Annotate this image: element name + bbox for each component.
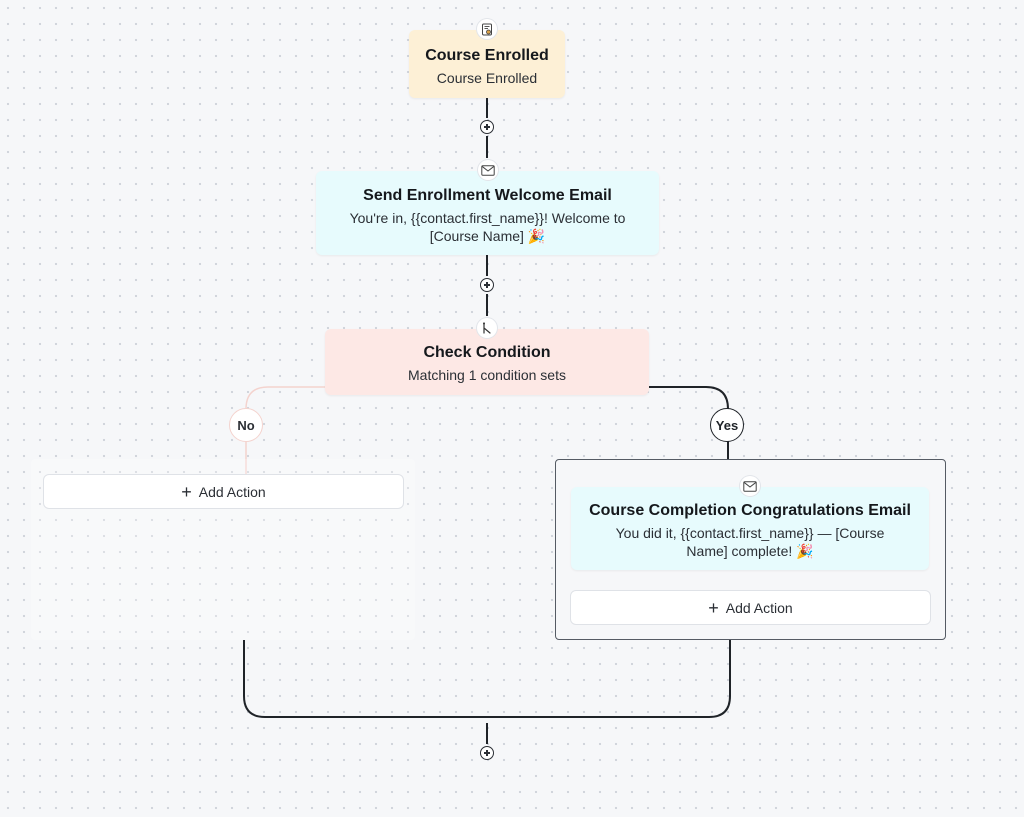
condition-node-check-condition[interactable]: Check Condition Matching 1 condition set… (325, 318, 649, 395)
split-branch-icon (477, 318, 497, 338)
completion-email-title: Course Completion Congratulations Email (589, 502, 911, 519)
action-node-welcome-email[interactable]: Send Enrollment Welcome Email You're in,… (316, 160, 659, 255)
trigger-subtitle: Course Enrolled (436, 70, 538, 86)
welcome-email-subtitle-line1: You're in, {{contact.first_name}}! Welco… (349, 210, 626, 226)
add-action-button-yes-branch[interactable]: + Add Action (570, 590, 931, 625)
completion-email-subtitle: You did it, {{contact.first_name}} — [Co… (583, 524, 917, 560)
completion-email-subtitle-line1: You did it, {{contact.first_name}} — [Co… (615, 525, 885, 541)
completion-email-subtitle-line2: Name] complete! 🎉 (686, 543, 814, 559)
trigger-node-course-enrolled[interactable]: Course Enrolled Course Enrolled (409, 19, 565, 98)
branch-label-no: No (229, 408, 263, 442)
condition-subtitle: Matching 1 condition sets (408, 367, 566, 383)
course-badge-icon (477, 19, 497, 39)
add-step-button-1[interactable] (480, 120, 494, 134)
condition-title: Check Condition (423, 344, 551, 361)
add-step-button-3[interactable] (480, 746, 494, 760)
connector-merge (243, 640, 731, 718)
action-node-completion-email[interactable]: Course Completion Congratulations Email … (571, 476, 929, 570)
add-action-button-no-branch[interactable]: + Add Action (43, 474, 404, 509)
trigger-title: Course Enrolled (425, 47, 549, 64)
add-action-label: Add Action (725, 599, 793, 616)
welcome-email-subtitle: You're in, {{contact.first_name}}! Welco… (328, 209, 647, 245)
branch-label-yes: Yes (710, 408, 744, 442)
welcome-email-subtitle-line2: [Course Name] 🎉 (429, 228, 546, 244)
plus-icon: + (181, 481, 192, 502)
email-icon (740, 476, 760, 496)
plus-icon: + (708, 597, 719, 618)
welcome-email-title: Send Enrollment Welcome Email (363, 187, 612, 204)
email-icon (477, 160, 498, 180)
add-step-button-2[interactable] (480, 278, 494, 292)
add-action-label: Add Action (198, 483, 266, 500)
